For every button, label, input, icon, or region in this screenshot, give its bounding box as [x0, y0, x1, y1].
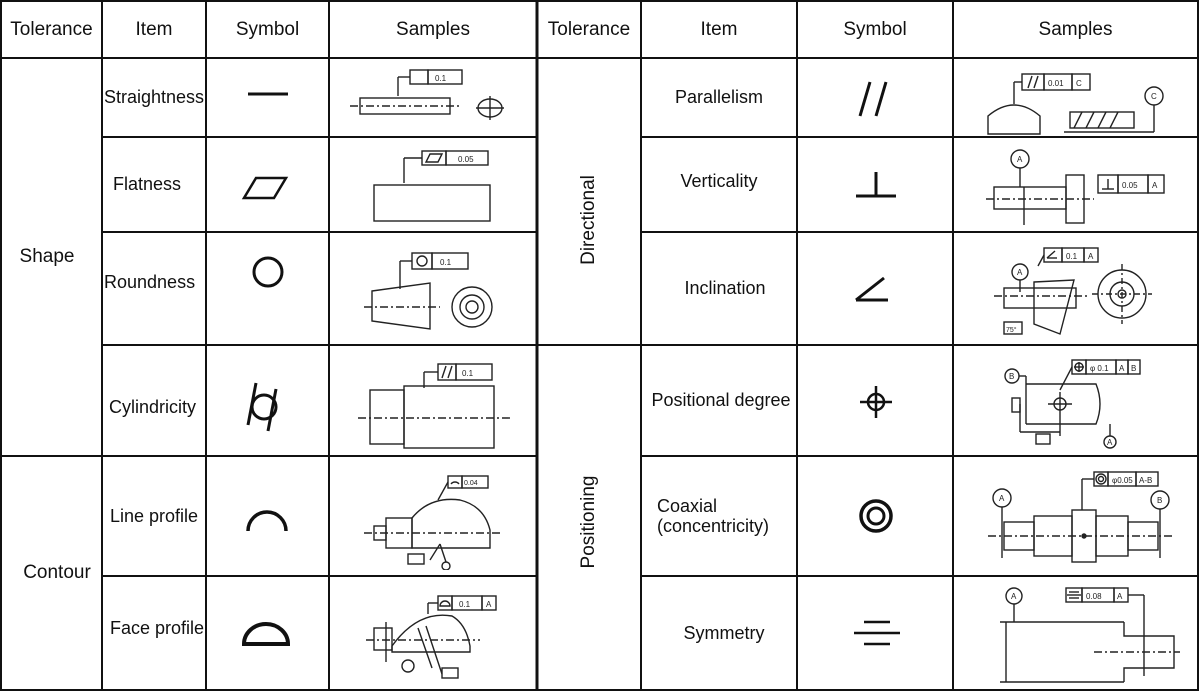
- item-flatness: Flatness: [113, 174, 182, 194]
- header-samples-left: Samples: [396, 18, 470, 40]
- header-tolerance-right: Tolerance: [547, 18, 631, 40]
- sample-roundness-value: 0.1: [440, 258, 452, 267]
- sample-verticality: A 0.05 A: [986, 149, 1165, 225]
- sample-coaxial: φ0.05 A-B A B: [988, 471, 1174, 563]
- face-profile-icon: [241, 622, 291, 646]
- parallelism-icon: [858, 81, 888, 117]
- sample-roundness: 0.1: [364, 252, 493, 330]
- sample-symmetry-datum: A: [1117, 592, 1123, 601]
- sample-verticality-datum-circle: A: [1017, 155, 1023, 164]
- roundness-icon: [252, 256, 284, 288]
- sample-coaxial-datum: A-B: [1139, 476, 1152, 485]
- item-face-profile: Face profile: [110, 617, 205, 638]
- sample-parallelism-datum: C: [1076, 79, 1082, 88]
- sample-positional-datum-circle-a: A: [1107, 438, 1113, 447]
- sample-inclination-datum-circle: A: [1017, 268, 1023, 277]
- sample-face-profile-datum: A: [486, 600, 492, 609]
- sample-parallelism-datum-circle: C: [1151, 92, 1157, 101]
- header-item-left: Item: [135, 18, 173, 40]
- sample-verticality-value: 0.05: [1122, 181, 1138, 190]
- sample-symmetry: A 0.08 A: [1000, 587, 1180, 683]
- sample-cylindricity-value: 0.1: [462, 369, 474, 378]
- item-verticality: Verticality: [680, 171, 758, 191]
- sample-flatness-value: 0.05: [458, 155, 474, 164]
- cylindricity-icon: [246, 382, 278, 432]
- header-symbol-right: Symbol: [843, 18, 907, 40]
- item-coaxial: Coaxial (concentricity): [657, 496, 770, 536]
- header-tolerance-left: Tolerance: [10, 18, 93, 40]
- header-item-right: Item: [700, 18, 738, 40]
- sample-verticality-datum: A: [1152, 181, 1158, 190]
- item-symmetry: Symmetry: [683, 622, 765, 643]
- sample-coaxial-datum-circle-a: A: [999, 494, 1005, 503]
- item-positional-degree: Positional degree: [651, 390, 791, 410]
- sample-coaxial-value: φ0.05: [1112, 476, 1133, 485]
- sample-line-profile: 0.04: [364, 475, 500, 570]
- header-symbol-left: Symbol: [235, 18, 300, 40]
- sample-positional-value: φ 0.1: [1090, 364, 1109, 373]
- sample-parallelism-value: 0.01: [1048, 79, 1064, 88]
- sample-inclination-datum: A: [1088, 252, 1094, 261]
- item-line-profile: Line profile: [110, 505, 199, 526]
- flatness-icon: [241, 176, 289, 200]
- sample-symmetry-value: 0.08: [1086, 592, 1102, 601]
- item-straightness: Straightness: [104, 87, 205, 107]
- sample-symmetry-datum-circle: A: [1011, 592, 1017, 601]
- group-directional: Directional: [578, 175, 599, 265]
- sample-straightness: 0.1: [350, 69, 504, 120]
- sample-flatness: 0.05: [373, 150, 491, 222]
- symmetry-icon: [854, 620, 900, 646]
- sample-positional-datum-a: A: [1119, 364, 1125, 373]
- group-contour: Contour: [23, 562, 91, 583]
- sample-positional-datum-b: B: [1131, 364, 1136, 373]
- sample-positional: φ 0.1 A B B A: [1004, 359, 1141, 449]
- item-inclination: Inclination: [684, 278, 766, 298]
- sample-line-profile-value: 0.04: [464, 480, 478, 487]
- sample-coaxial-datum-circle-b: B: [1157, 496, 1162, 505]
- sample-positional-datum-circle-b: B: [1009, 372, 1014, 381]
- sample-inclination: 0.1 A A 75°: [994, 247, 1152, 335]
- group-positioning: Positioning: [578, 475, 599, 569]
- header-samples-right: Samples: [1038, 18, 1113, 40]
- perpendicularity-icon: [856, 172, 896, 198]
- sample-straightness-value: 0.1: [435, 74, 447, 83]
- sample-face-profile: 0.1 A: [366, 595, 497, 679]
- sample-cylindricity: 0.1: [358, 363, 510, 449]
- line-profile-icon: [246, 510, 288, 532]
- item-parallelism: Parallelism: [674, 87, 764, 107]
- straightness-icon: [248, 92, 288, 96]
- concentricity-icon: [859, 499, 893, 533]
- sample-inclination-value: 0.1: [1066, 252, 1078, 261]
- inclination-icon: [855, 276, 888, 302]
- item-roundness: Roundness: [104, 271, 196, 292]
- sample-face-profile-value: 0.1: [459, 600, 471, 609]
- sample-inclination-angle: 75°: [1006, 326, 1017, 334]
- position-icon: [860, 386, 892, 418]
- sample-parallelism: 0.01 C C: [987, 73, 1164, 135]
- group-shape: Shape: [19, 246, 75, 267]
- item-cylindricity: Cylindricity: [109, 396, 197, 417]
